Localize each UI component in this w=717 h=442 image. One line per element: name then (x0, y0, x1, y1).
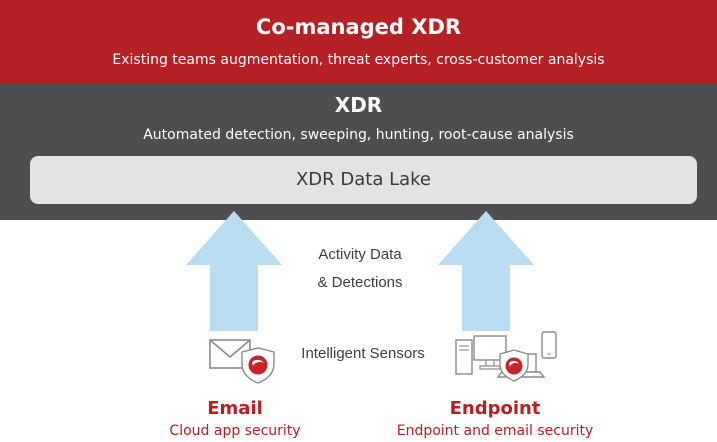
endpoint-sensor-description: Endpoint and email security (396, 423, 594, 439)
xdr-subtitle: Automated detection, sweeping, hunting, … (143, 127, 574, 143)
co-managed-xdr-band: Co-managed XDR Existing teams augmentati… (0, 0, 717, 84)
flow-label-line1: Activity Data (318, 246, 402, 263)
xdr-band: XDR Automated detection, sweeping, hunti… (0, 84, 717, 220)
co-managed-xdr-title: Co-managed XDR (255, 15, 462, 39)
email-sensor-name: Email (207, 398, 263, 419)
endpoint-sensor-name: Endpoint (449, 398, 541, 419)
endpoint-up-arrow (438, 211, 534, 331)
xdr-title: XDR (334, 93, 383, 117)
intelligent-sensors-label: Intelligent Sensors (301, 345, 425, 362)
email-up-arrow (186, 211, 282, 331)
xdr-data-lake: XDR Data Lake (30, 156, 697, 204)
email-sensor-description: Cloud app security (169, 423, 301, 439)
flow-label-line2: & Detections (317, 274, 403, 291)
co-managed-xdr-subtitle: Existing teams augmentation, threat expe… (112, 52, 605, 68)
envelope-shield-icon (209, 339, 275, 384)
devices-shield-icon (455, 331, 557, 382)
